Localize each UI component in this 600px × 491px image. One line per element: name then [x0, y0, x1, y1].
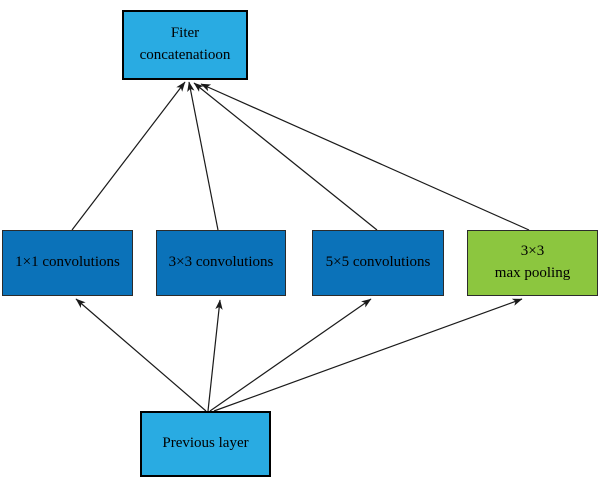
edge-previous-to-conv3x3 — [207, 299, 223, 412]
edge-conv1x1-to-concat — [71, 81, 186, 231]
node-conv-1x1-label: 1×1 convolutions — [15, 254, 120, 271]
node-previous-layer-label: Previous layer — [162, 435, 249, 452]
node-filter-concatenation-label: Fiter concatenatioon — [139, 25, 231, 63]
node-max-pooling-label: 3×3 max pooling — [494, 243, 571, 281]
edge-previous-to-conv1x1 — [75, 298, 207, 412]
edge-conv3x3-to-concat — [187, 81, 219, 231]
node-filter-concatenation: Fiter concatenatioon — [122, 10, 248, 80]
node-conv-3x3: 3×3 convolutions — [156, 230, 286, 296]
edge-maxpool-to-concat — [200, 83, 530, 231]
node-conv-5x5-label: 5×5 convolutions — [325, 254, 431, 271]
edge-previous-to-conv5x5 — [209, 298, 372, 412]
node-previous-layer: Previous layer — [140, 411, 271, 477]
edge-previous-to-maxpool — [213, 298, 523, 412]
node-conv-3x3-label: 3×3 convolutions — [168, 254, 274, 271]
node-conv-5x5: 5×5 convolutions — [312, 230, 444, 296]
node-conv-1x1: 1×1 convolutions — [2, 230, 133, 296]
node-max-pooling: 3×3 max pooling — [467, 230, 598, 296]
edge-conv5x5-to-concat — [193, 82, 378, 231]
